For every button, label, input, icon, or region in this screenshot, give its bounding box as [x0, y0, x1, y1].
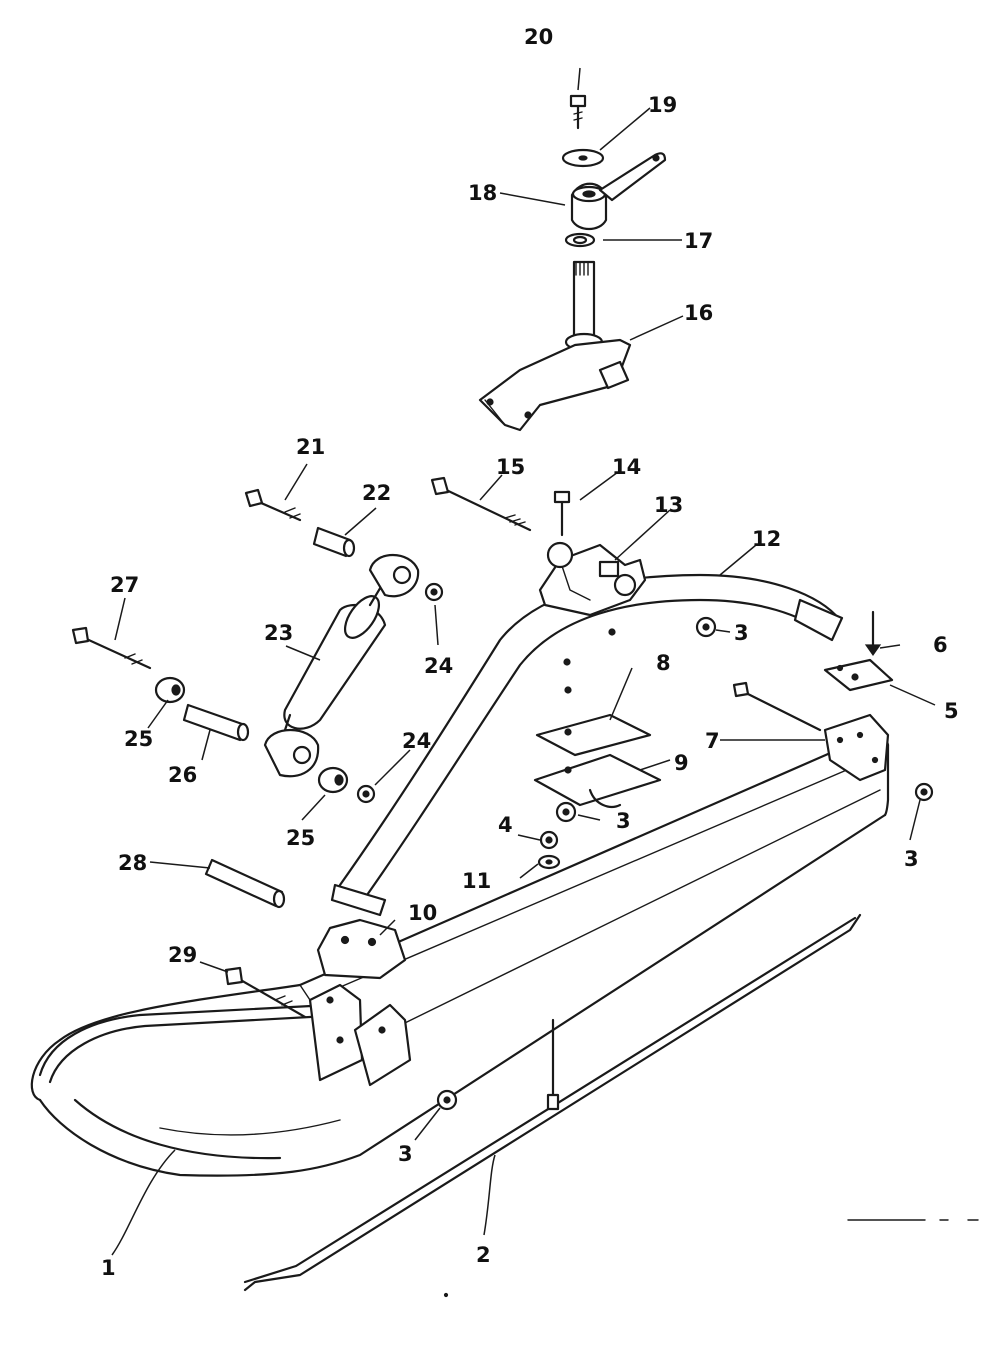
callout-12: 12 — [752, 527, 781, 551]
callout-21: 21 — [296, 435, 325, 459]
callout-3: 3 — [398, 1142, 413, 1166]
bolt-7 — [732, 681, 822, 732]
callout-9: 9 — [674, 751, 689, 775]
bolt-15 — [430, 476, 532, 532]
callout-28: 28 — [118, 851, 147, 875]
callout-17: 17 — [684, 229, 713, 253]
callout-10: 10 — [408, 901, 437, 925]
callout-3: 3 — [734, 621, 749, 645]
callout-23: 23 — [264, 621, 293, 645]
callout-14: 14 — [612, 455, 641, 479]
washer-19 — [561, 148, 605, 168]
callout-3: 3 — [616, 809, 631, 833]
front-bracket — [308, 918, 412, 1087]
callout-26: 26 — [168, 763, 197, 787]
shock-absorber — [263, 554, 420, 778]
callout-4: 4 — [498, 813, 513, 837]
callout-2: 2 — [476, 1243, 491, 1267]
callout-24: 24 — [402, 729, 431, 753]
bolt-29 — [224, 966, 307, 1019]
callout-25: 25 — [286, 826, 315, 850]
callout-3: 3 — [904, 847, 919, 871]
rear-bracket — [823, 658, 894, 782]
callout-19: 19 — [648, 93, 677, 117]
nuts — [436, 616, 934, 1111]
spindle — [478, 260, 632, 432]
clamp-block — [538, 541, 647, 617]
callout-16: 16 — [684, 301, 713, 325]
pin-28 — [204, 858, 286, 909]
steering-arm — [570, 152, 667, 231]
callout-1: 1 — [101, 1256, 116, 1280]
callout-29: 29 — [168, 943, 197, 967]
callout-22: 22 — [362, 481, 391, 505]
bolt-14 — [553, 490, 571, 537]
callout-11: 11 — [462, 869, 491, 893]
bolt-20 — [569, 94, 587, 130]
callout-20: 20 — [524, 25, 553, 49]
callout-5: 5 — [944, 699, 959, 723]
pin-6 — [864, 610, 882, 657]
callout-24: 24 — [424, 654, 453, 678]
scan-marks — [443, 1219, 979, 1298]
callout-7: 7 — [705, 729, 720, 753]
leader-lines — [111, 67, 936, 1256]
shock-hardware — [71, 488, 444, 804]
callout-13: 13 — [654, 493, 683, 517]
ski-body — [30, 734, 890, 1177]
callout-25: 25 — [124, 727, 153, 751]
callout-18: 18 — [468, 181, 497, 205]
plates-8-9 — [533, 713, 662, 808]
callout-8: 8 — [656, 651, 671, 675]
washer-17 — [564, 232, 596, 248]
wear-bar — [243, 913, 862, 1292]
callout-27: 27 — [110, 573, 139, 597]
callout-6: 6 — [933, 633, 948, 657]
callout-15: 15 — [496, 455, 525, 479]
callouts: 1 2 3 3 3 3 4 5 6 7 8 9 10 11 12 13 14 1… — [101, 25, 959, 1280]
